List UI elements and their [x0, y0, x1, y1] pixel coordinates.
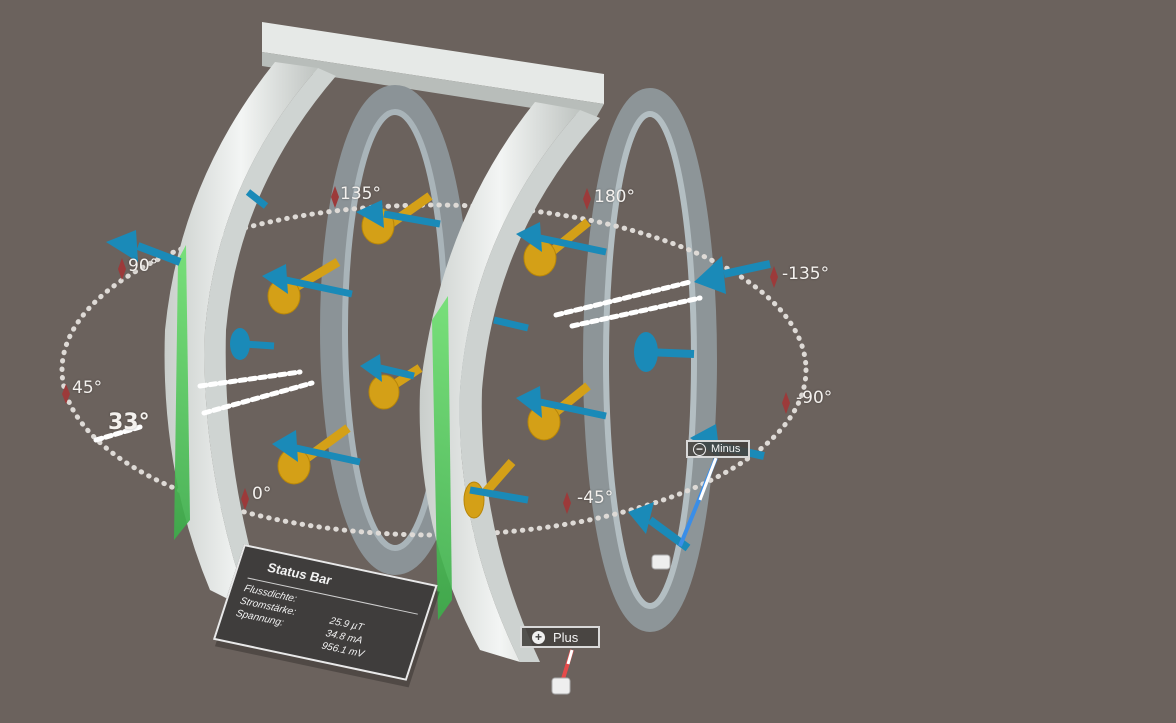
angle-label-90: 90°: [128, 256, 159, 276]
gold-arrow: [277, 424, 351, 485]
minus-probe[interactable]: [651, 457, 718, 570]
blue-arrow: [469, 486, 529, 504]
left-coil-front: [164, 62, 336, 612]
current-indicator-left: [174, 245, 190, 540]
blue-arrow: [634, 332, 695, 372]
marker-45: [62, 384, 70, 404]
blue-arrow: [493, 316, 529, 332]
angle-label-45: 45°: [72, 378, 103, 398]
right-coil-back: [583, 88, 717, 632]
field-orbit-dotted-ellipse: [59, 202, 809, 538]
marker-180: [583, 188, 591, 210]
current-angle-readout: 33°: [108, 410, 150, 435]
coil-bridge: [262, 22, 604, 118]
angle-markers: [62, 186, 790, 514]
blue-arrow: [272, 430, 361, 466]
plus-button[interactable]: + Plus: [520, 626, 600, 648]
marker-135: [331, 186, 339, 208]
blue-arrow: [694, 256, 771, 294]
minus-circle-icon: −: [693, 442, 706, 456]
angle-label-180: 180°: [594, 187, 635, 207]
minus-button-label: Minus: [711, 443, 741, 455]
blue-arrow: [230, 328, 275, 360]
plus-probe[interactable]: [551, 649, 574, 695]
gold-arrow: [368, 364, 423, 410]
current-indicator-right: [432, 296, 452, 620]
blue-arrow: [516, 386, 607, 420]
marker-m45: [563, 492, 571, 514]
blue-arrow: [360, 354, 415, 382]
angle-label-minus-135: -135°: [782, 264, 830, 284]
marker-90: [118, 258, 126, 280]
angle-label-135: 135°: [340, 184, 381, 204]
marker-m135: [770, 266, 778, 288]
minus-button[interactable]: − Minus: [686, 440, 750, 458]
angle-label-minus-90: -90°: [796, 388, 833, 408]
field-lines: [93, 279, 703, 443]
angle-label-minus-45: -45°: [577, 488, 614, 508]
gold-arrow: [267, 258, 341, 315]
blue-arrow: [356, 200, 441, 228]
angle-label-0: 0°: [252, 484, 272, 504]
blue-arrow: [516, 222, 607, 256]
right-coil-front: [419, 102, 600, 662]
plus-button-label: Plus: [553, 629, 579, 645]
blue-arrow: [262, 264, 353, 298]
plus-circle-icon: +: [532, 630, 545, 644]
blue-arrow: [628, 502, 691, 552]
blue-arrow: [106, 230, 182, 266]
blue-arrow: [245, 189, 269, 209]
marker-m90: [782, 392, 790, 414]
marker-0: [241, 488, 249, 510]
